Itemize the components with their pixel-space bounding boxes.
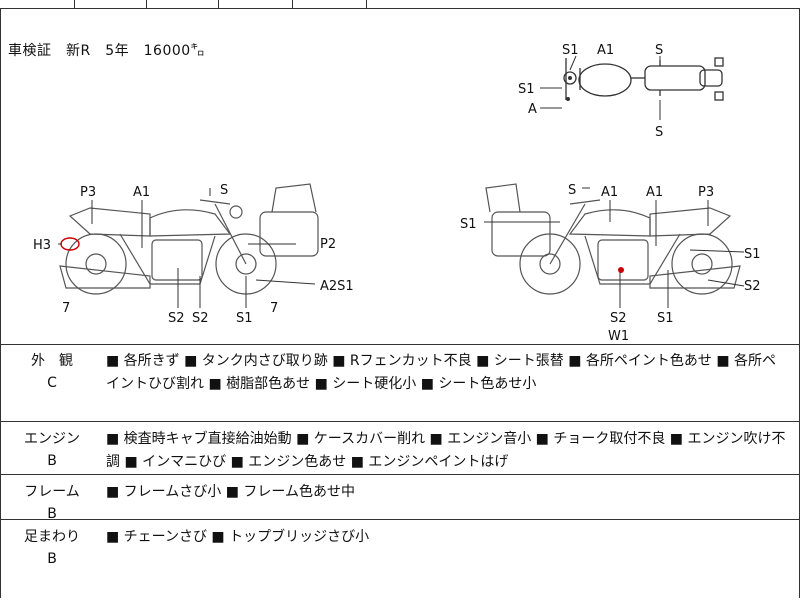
diagram-label: W1 xyxy=(608,329,629,344)
diagram-label: S2 xyxy=(610,311,627,326)
category-label: フレーム B xyxy=(22,481,82,522)
category-name: 足まわり xyxy=(24,529,80,545)
top-view-motorcycle xyxy=(563,57,724,101)
diagram-label: S1 xyxy=(744,247,761,262)
diagram-label: S2 xyxy=(744,279,761,294)
condition-row-exterior: 外 観 C ■ 各所きず ■ タンク内さび取り跡 ■ Rフェンカット不良 ■ シ… xyxy=(0,344,800,422)
diagram-label: S1 xyxy=(562,43,579,58)
category-label: 外 観 C xyxy=(22,350,82,391)
diagram-label: 7 xyxy=(270,301,278,316)
category-grade: B xyxy=(47,551,57,567)
category-grade: C xyxy=(47,375,57,391)
diagram-label: A1 xyxy=(133,185,150,200)
header-divider xyxy=(366,0,367,8)
diagram-label: S2 xyxy=(192,311,209,326)
diagram-label: S1 xyxy=(518,82,535,97)
category-label: 足まわり B xyxy=(22,526,82,567)
left-view-leaders xyxy=(58,188,316,308)
header-divider xyxy=(218,0,219,8)
diagram-label: A1 xyxy=(646,185,663,200)
diagram-label: P3 xyxy=(698,185,714,200)
condition-row-suspension: 足まわり B ■ チェーンさび ■ トップブリッジさび小 xyxy=(0,520,800,599)
left-view-motorcycle xyxy=(59,183,319,295)
diagram-label: S2 xyxy=(168,311,185,326)
header-divider xyxy=(146,0,147,8)
header-divider xyxy=(74,0,75,8)
diagram-label: A1 xyxy=(597,43,614,58)
category-label: エンジン B xyxy=(22,428,82,469)
registration-info: 車検証 新R 5年 16000㌔ xyxy=(8,43,206,59)
condition-row-engine: エンジン B ■ 検査時キャブ直接給油始動 ■ ケースカバー削れ ■ エンジン音… xyxy=(0,422,800,475)
category-grade: B xyxy=(47,506,57,522)
diagram-label: S1 xyxy=(657,311,674,326)
condition-notes: ■ 検査時キャブ直接給油始動 ■ ケースカバー削れ ■ エンジン音小 ■ チョー… xyxy=(106,431,786,470)
diagram-label: A2S1 xyxy=(320,279,354,294)
diagram-label: A xyxy=(528,102,537,117)
diagram-label: S xyxy=(655,125,663,140)
diagram-label: S xyxy=(220,183,228,198)
condition-row-frame: フレーム B ■ フレームさび小 ■ フレーム色あせ中 xyxy=(0,475,800,522)
diagram-label: P2 xyxy=(320,237,336,252)
category-grade: B xyxy=(47,453,57,469)
condition-notes: ■ フレームさび小 ■ フレーム色あせ中 xyxy=(106,484,355,500)
diagram-label: H3 xyxy=(33,238,51,253)
diagram-label: S1 xyxy=(236,311,253,326)
diagram-label: A1 xyxy=(601,185,618,200)
category-name: エンジン xyxy=(24,431,80,447)
header-strip xyxy=(0,0,800,9)
diagram-label: S xyxy=(568,183,576,198)
category-name: フレーム xyxy=(24,484,80,500)
right-view-leaders xyxy=(484,187,745,308)
top-view-leaders xyxy=(540,55,661,120)
diagram-label: S xyxy=(655,43,663,58)
right-view-motorcycle xyxy=(485,183,741,295)
diagram-label: 7 xyxy=(62,301,70,316)
diagram-label: S1 xyxy=(460,217,477,232)
condition-notes: ■ チェーンさび ■ トップブリッジさび小 xyxy=(106,529,370,545)
condition-notes: ■ 各所きず ■ タンク内さび取り跡 ■ Rフェンカット不良 ■ シート張替 ■… xyxy=(106,353,777,392)
top-view-diagram: S1 A1 S S1 A S xyxy=(33,43,761,344)
damage-diagram-area: 車検証 新R 5年 16000㌔ S1 A1 S S1 A xyxy=(0,8,800,345)
diagram-label: P3 xyxy=(80,185,96,200)
category-name: 外 観 xyxy=(31,353,73,369)
header-divider xyxy=(292,0,293,8)
